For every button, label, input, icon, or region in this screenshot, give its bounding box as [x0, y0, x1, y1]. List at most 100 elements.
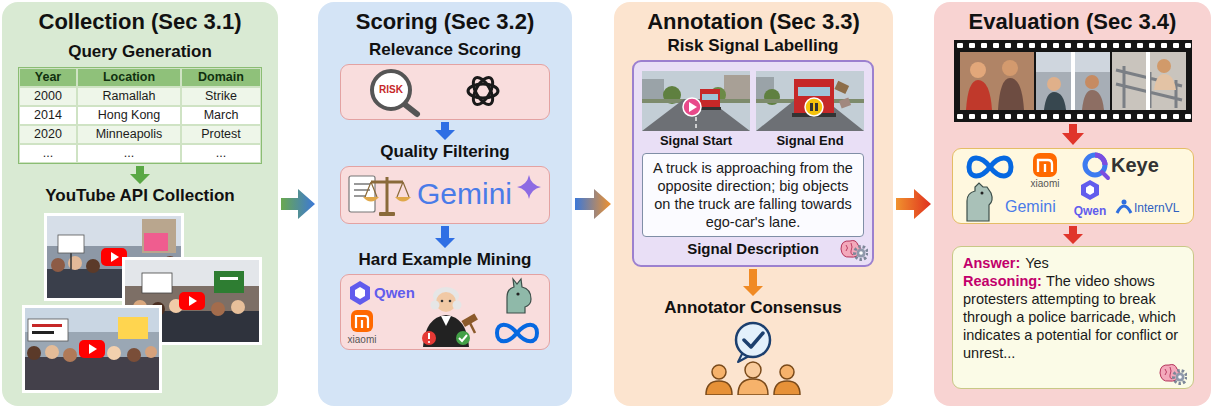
illustration-shape: [642, 99, 750, 131]
flow-arrow: [575, 189, 611, 219]
illustration-shape: [144, 233, 168, 251]
illustration-shape: [642, 79, 664, 101]
illustration-shape: [970, 62, 986, 78]
illustration-shape: [1081, 180, 1099, 200]
table-cell: Protest: [181, 125, 261, 144]
illustration-shape: [699, 107, 721, 110]
illustration-shape: [810, 103, 813, 111]
illustration-shape: [960, 52, 1034, 110]
text-spot: Keye: [1111, 153, 1159, 177]
flow-arrow: [435, 122, 455, 140]
illustration-shape: [780, 365, 794, 379]
panel-ground: [614, 2, 893, 406]
logo-word: InternVL: [1134, 201, 1179, 215]
illustration-shape: [51, 258, 65, 272]
illustration-shape: [32, 331, 54, 334]
illustration-shape: [441, 300, 444, 303]
table-cell: Year: [19, 68, 77, 87]
illustration-shape: [774, 381, 800, 395]
logo-word: Gemini: [417, 176, 512, 212]
illustration-shape: [1095, 155, 1105, 165]
table-cell: Location: [77, 68, 181, 87]
answer-value: Yes: [1025, 255, 1049, 271]
illustration-shape: [805, 98, 823, 116]
logo-word: Keye: [1111, 153, 1159, 177]
illustration-shape: [967, 183, 992, 221]
illustration-shape: [1112, 52, 1186, 110]
illustration-shape: [107, 346, 121, 360]
illustration-shape: [1002, 60, 1018, 76]
description-frame: A truck is approaching from the opposite…: [642, 153, 864, 237]
illustration-shape: [355, 287, 365, 299]
text-spot: Gemini: [1005, 197, 1056, 216]
illustration-shape: [211, 302, 225, 316]
illustration-shape: [756, 71, 864, 131]
illustration-shape: [1178, 375, 1182, 379]
illustration-shape: [834, 81, 849, 94]
illustration-shape: [142, 219, 176, 253]
illustration-shape: [459, 335, 467, 341]
step-box: Quality Filtering Gemini: [340, 142, 550, 224]
illustration-shape: [1146, 52, 1150, 110]
illustration-shape: [86, 259, 100, 273]
illustration-shape: [32, 324, 62, 327]
illustration-shape: [351, 310, 373, 332]
text-spot: InternVL: [1134, 201, 1179, 215]
illustration-shape: [1157, 59, 1171, 73]
illustration-shape: [981, 192, 984, 195]
illustration-shape: [179, 292, 205, 310]
table-cell: ...: [19, 144, 77, 163]
illustration-shape: [1176, 373, 1185, 382]
illustration-shape: [127, 348, 141, 362]
illustration-shape: [436, 292, 456, 312]
model-logo-box: xiaomi KeyeGemini Qwen InternVL: [952, 148, 1194, 224]
text-spot: Qwen: [1072, 204, 1108, 218]
signal-end-frame: [756, 71, 864, 131]
text-spot: xiaomi: [1025, 178, 1065, 190]
logo-word: RISK: [373, 84, 409, 96]
query-generation-node: Query GenerationYearLocationDomain2000Ra…: [14, 42, 266, 164]
illustration-shape: [1082, 90, 1104, 110]
illustration-shape: [507, 279, 531, 313]
illustration-shape: [456, 331, 470, 345]
table-cell: Hong Kong: [77, 106, 181, 125]
flow-arrow: [435, 226, 455, 248]
signal-description: A truck is approaching from the opposite…: [649, 159, 857, 231]
illustration-shape: [998, 78, 1024, 110]
illustration-shape: [363, 197, 379, 202]
illustration-shape: [1174, 371, 1187, 384]
icon-panel: Qwenxiaomi: [340, 274, 550, 350]
illustration-shape: [683, 98, 701, 116]
reasoning-brain-icon: [1157, 361, 1187, 385]
illustration-shape: [857, 249, 866, 258]
llm-knot-logo: [468, 75, 498, 108]
step-heading: Relevance Scoring: [340, 40, 550, 60]
illustration-shape: [517, 175, 541, 199]
reasoning-line: Reasoning:The video shows protesters att…: [963, 272, 1183, 362]
illustration-shape: [22, 305, 162, 393]
flow-arrow: [1063, 226, 1083, 244]
signal-description-box: A truck is approaching from the opposite…: [642, 153, 864, 259]
illustration-shape: [1044, 92, 1066, 110]
illustration-shape: [969, 158, 1011, 176]
illustration-shape: [449, 300, 452, 303]
illustration-shape: [1062, 124, 1084, 145]
annotator-consensus-icon: [683, 321, 823, 395]
illustration-shape: [516, 292, 519, 295]
table-cell: March: [181, 106, 261, 125]
table-cell: 2020: [19, 125, 77, 144]
stage-panel: Collection (Sec 3.1)Query GenerationYear…: [2, 2, 278, 406]
panel-ground: [318, 2, 572, 406]
illustration-shape: [1102, 172, 1108, 178]
illustration-shape: [371, 181, 403, 184]
panel-ground: [2, 2, 278, 406]
photo-card: [22, 305, 162, 393]
text-spot: Qwen: [374, 284, 415, 302]
illustration-shape: [395, 197, 411, 202]
illustration-shape: [354, 195, 366, 197]
illustration-shape: [1086, 185, 1094, 195]
illustration-shape: [712, 365, 726, 379]
illustration-shape: [1154, 74, 1176, 90]
illustration-shape: [422, 331, 436, 345]
